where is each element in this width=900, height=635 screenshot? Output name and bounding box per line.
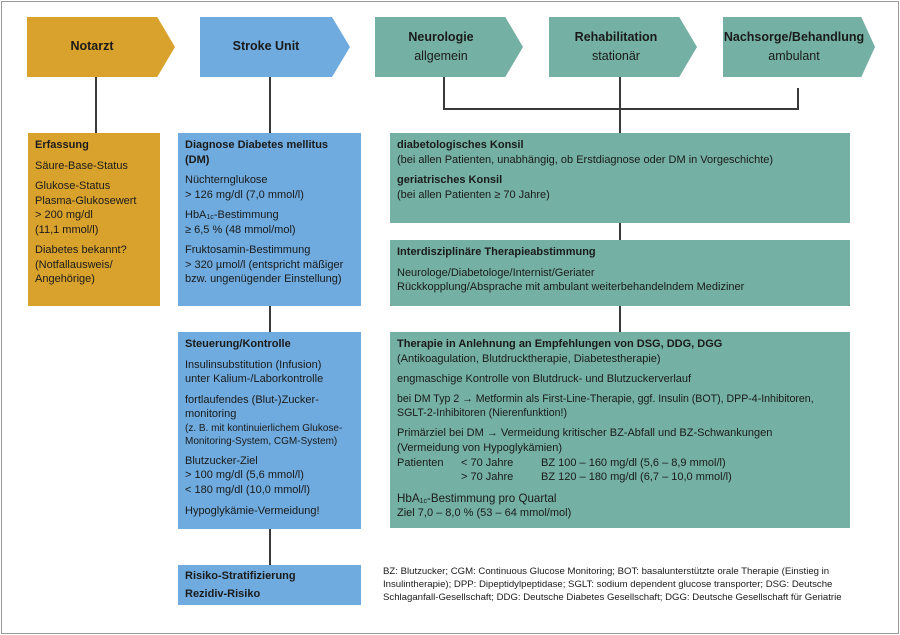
risiko-line: Rezidiv-Risiko	[185, 587, 261, 600]
erfassung-title: Erfassung	[35, 139, 89, 151]
diagnose-line: > 126 mg/dl (7,0 mmol/l)	[185, 188, 304, 201]
connector-nachsorge	[797, 88, 799, 109]
steuerung-line: fortlaufendes (Blut-)Zucker-	[185, 393, 319, 406]
erfassung-line: Angehörige)	[35, 273, 95, 286]
stage-title-neurologie: Neurologie	[408, 29, 474, 44]
connector-konsil-interdisz	[619, 223, 621, 240]
steuerung-line: > 100 mg/dl (5,6 mmol/l)	[185, 469, 304, 482]
therapie-line: (Antikoagulation, Blutdrucktherapie, Dia…	[397, 352, 661, 365]
therapie-line: Ziel 7,0 – 8,0 % (53 – 64 mmol/mol)	[397, 506, 572, 519]
stage-arrow-notarzt: Notarzt	[27, 17, 175, 77]
diagnose-line: Nüchternglukose	[185, 174, 268, 187]
connector-interdisz-therapie	[619, 306, 621, 332]
steuerung-line: Hypoglykämie-Vermeidung!	[185, 504, 320, 517]
steuerung-line: (z. B. mit kontinuierlichem Glukose-	[185, 422, 343, 434]
steuerung-line: Insulinsubstitution (Infusion)	[185, 358, 322, 371]
stage-sub-neurologie: allgemein	[414, 49, 468, 63]
therapie-line: Primärziel bei DM → Vermeidung kritische…	[397, 427, 773, 440]
erfassung-line: Säure-Base-Status	[35, 159, 128, 172]
stage-sub-rehabilitation: stationär	[592, 49, 640, 63]
therapie-title: Therapie in Anlehnung an Empfehlungen vo…	[397, 338, 723, 350]
connector-neurologie	[443, 77, 445, 109]
connector-stroke-unit	[269, 77, 271, 133]
stage-arrow-stroke-unit: Stroke Unit	[200, 17, 350, 77]
stage-title-rehabilitation: Rehabilitation	[574, 29, 658, 44]
connector-merge	[443, 108, 799, 110]
connector-steuerung-risiko	[269, 529, 271, 565]
steuerung-line: Monitoring-System, CGM-System)	[185, 435, 338, 447]
diagnose-hba1c-heading: HbA1c-Bestimmung	[185, 209, 279, 222]
stage-label-stroke-unit: Stroke Unit	[232, 39, 300, 54]
konsil-desc: (bei allen Patienten ≥ 70 Jahre)	[397, 188, 550, 201]
diagnose-line: bzw. ungenügender Einstellung)	[185, 273, 342, 286]
konsil-title-diabetologisch: diabetologisches Konsil	[397, 139, 524, 151]
diagnose-line: > 320 µmol/l (entspricht mäßiger	[185, 258, 344, 271]
interdisz-line: Neurologe/Diabetologe/Internist/Geriater	[397, 266, 595, 279]
abbreviation-legend: BZ: Blutzucker; CGM: Continuous Glucose …	[383, 566, 842, 604]
stage-title-nachsorge: Nachsorge/Behandlung	[723, 29, 865, 44]
therapie-box: Therapie in Anlehnung an Empfehlungen vo…	[390, 332, 850, 528]
therapie-line: (Vermeidung von Hypoglykämien)	[397, 442, 563, 454]
therapie-line: engmaschige Kontrolle von Blutdruck- und…	[397, 373, 692, 386]
stage-arrow-neurologie: Neurologie allgemein	[375, 17, 523, 77]
erfassung-line: Glukose-Status	[35, 180, 111, 193]
risiko-box: Risiko-Stratifizierung Rezidiv-Risiko	[178, 565, 361, 605]
therapie-hba1c-heading: HbA1c-Bestimmung pro Quartal	[397, 491, 557, 505]
konsil-desc: (bei allen Patienten, unabhängig, ob Ers…	[397, 153, 774, 166]
erfassung-line: Diabetes bekannt?	[35, 244, 127, 257]
interdisz-box: Interdisziplinäre Therapieabstimmung Neu…	[390, 240, 850, 306]
interdisz-title: Interdisziplinäre Therapieabstimmung	[397, 246, 596, 258]
connector-rehabilitation	[619, 77, 621, 133]
connector-stroke-steuerung	[269, 306, 271, 332]
konsil-title-geriatrisch: geriatrisches Konsil	[397, 174, 503, 187]
steuerung-line: monitoring	[185, 408, 237, 421]
therapie-line: bei DM Typ 2 → Metformin als First-Line-…	[397, 392, 814, 405]
diagnose-title: Diagnose Diabetes mellitus (DM)	[185, 139, 329, 166]
risiko-line: Risiko-Stratifizierung	[185, 570, 296, 582]
connector-notarzt	[95, 77, 97, 133]
stage-arrow-nachsorge: Nachsorge/Behandlung ambulant	[723, 17, 875, 77]
erfassung-line: > 200 mg/dl	[35, 209, 93, 222]
diagnose-box: Diagnose Diabetes mellitus (DM) Nüchtern…	[178, 133, 361, 306]
diagnose-line: Fruktosamin-Bestimmung	[185, 244, 311, 257]
interdisz-line: Rückkopplung/Absprache mit ambulant weit…	[397, 281, 745, 294]
stage-label-notarzt: Notarzt	[70, 39, 114, 54]
konsil-box: diabetologisches Konsil (bei allen Patie…	[390, 133, 850, 223]
diagnose-line: ≥ 6,5 % (48 mmol/mol)	[185, 223, 296, 236]
steuerung-title: Steuerung/Kontrolle	[185, 338, 291, 350]
erfassung-line: (Notfallausweis/	[35, 258, 113, 271]
stage-arrow-rehabilitation: Rehabilitation stationär	[549, 17, 697, 77]
steuerung-line: < 180 mg/dl (10,0 mmol/l)	[185, 483, 311, 496]
steuerung-box: Steuerung/Kontrolle Insulinsubstitution …	[178, 332, 361, 529]
erfassung-box: Erfassung Säure-Base-Status Glukose-Stat…	[28, 133, 160, 306]
steuerung-line: Blutzucker-Ziel	[185, 454, 258, 467]
stage-sub-nachsorge: ambulant	[768, 49, 820, 63]
erfassung-line: Plasma-Glukosewert	[35, 194, 137, 207]
therapie-line: SGLT-2-Inhibitoren (Nierenfunktion!)	[397, 406, 567, 419]
steuerung-line: unter Kalium-/Laborkontrolle	[185, 373, 324, 386]
erfassung-line: (11,1 mmol/l)	[35, 223, 99, 236]
